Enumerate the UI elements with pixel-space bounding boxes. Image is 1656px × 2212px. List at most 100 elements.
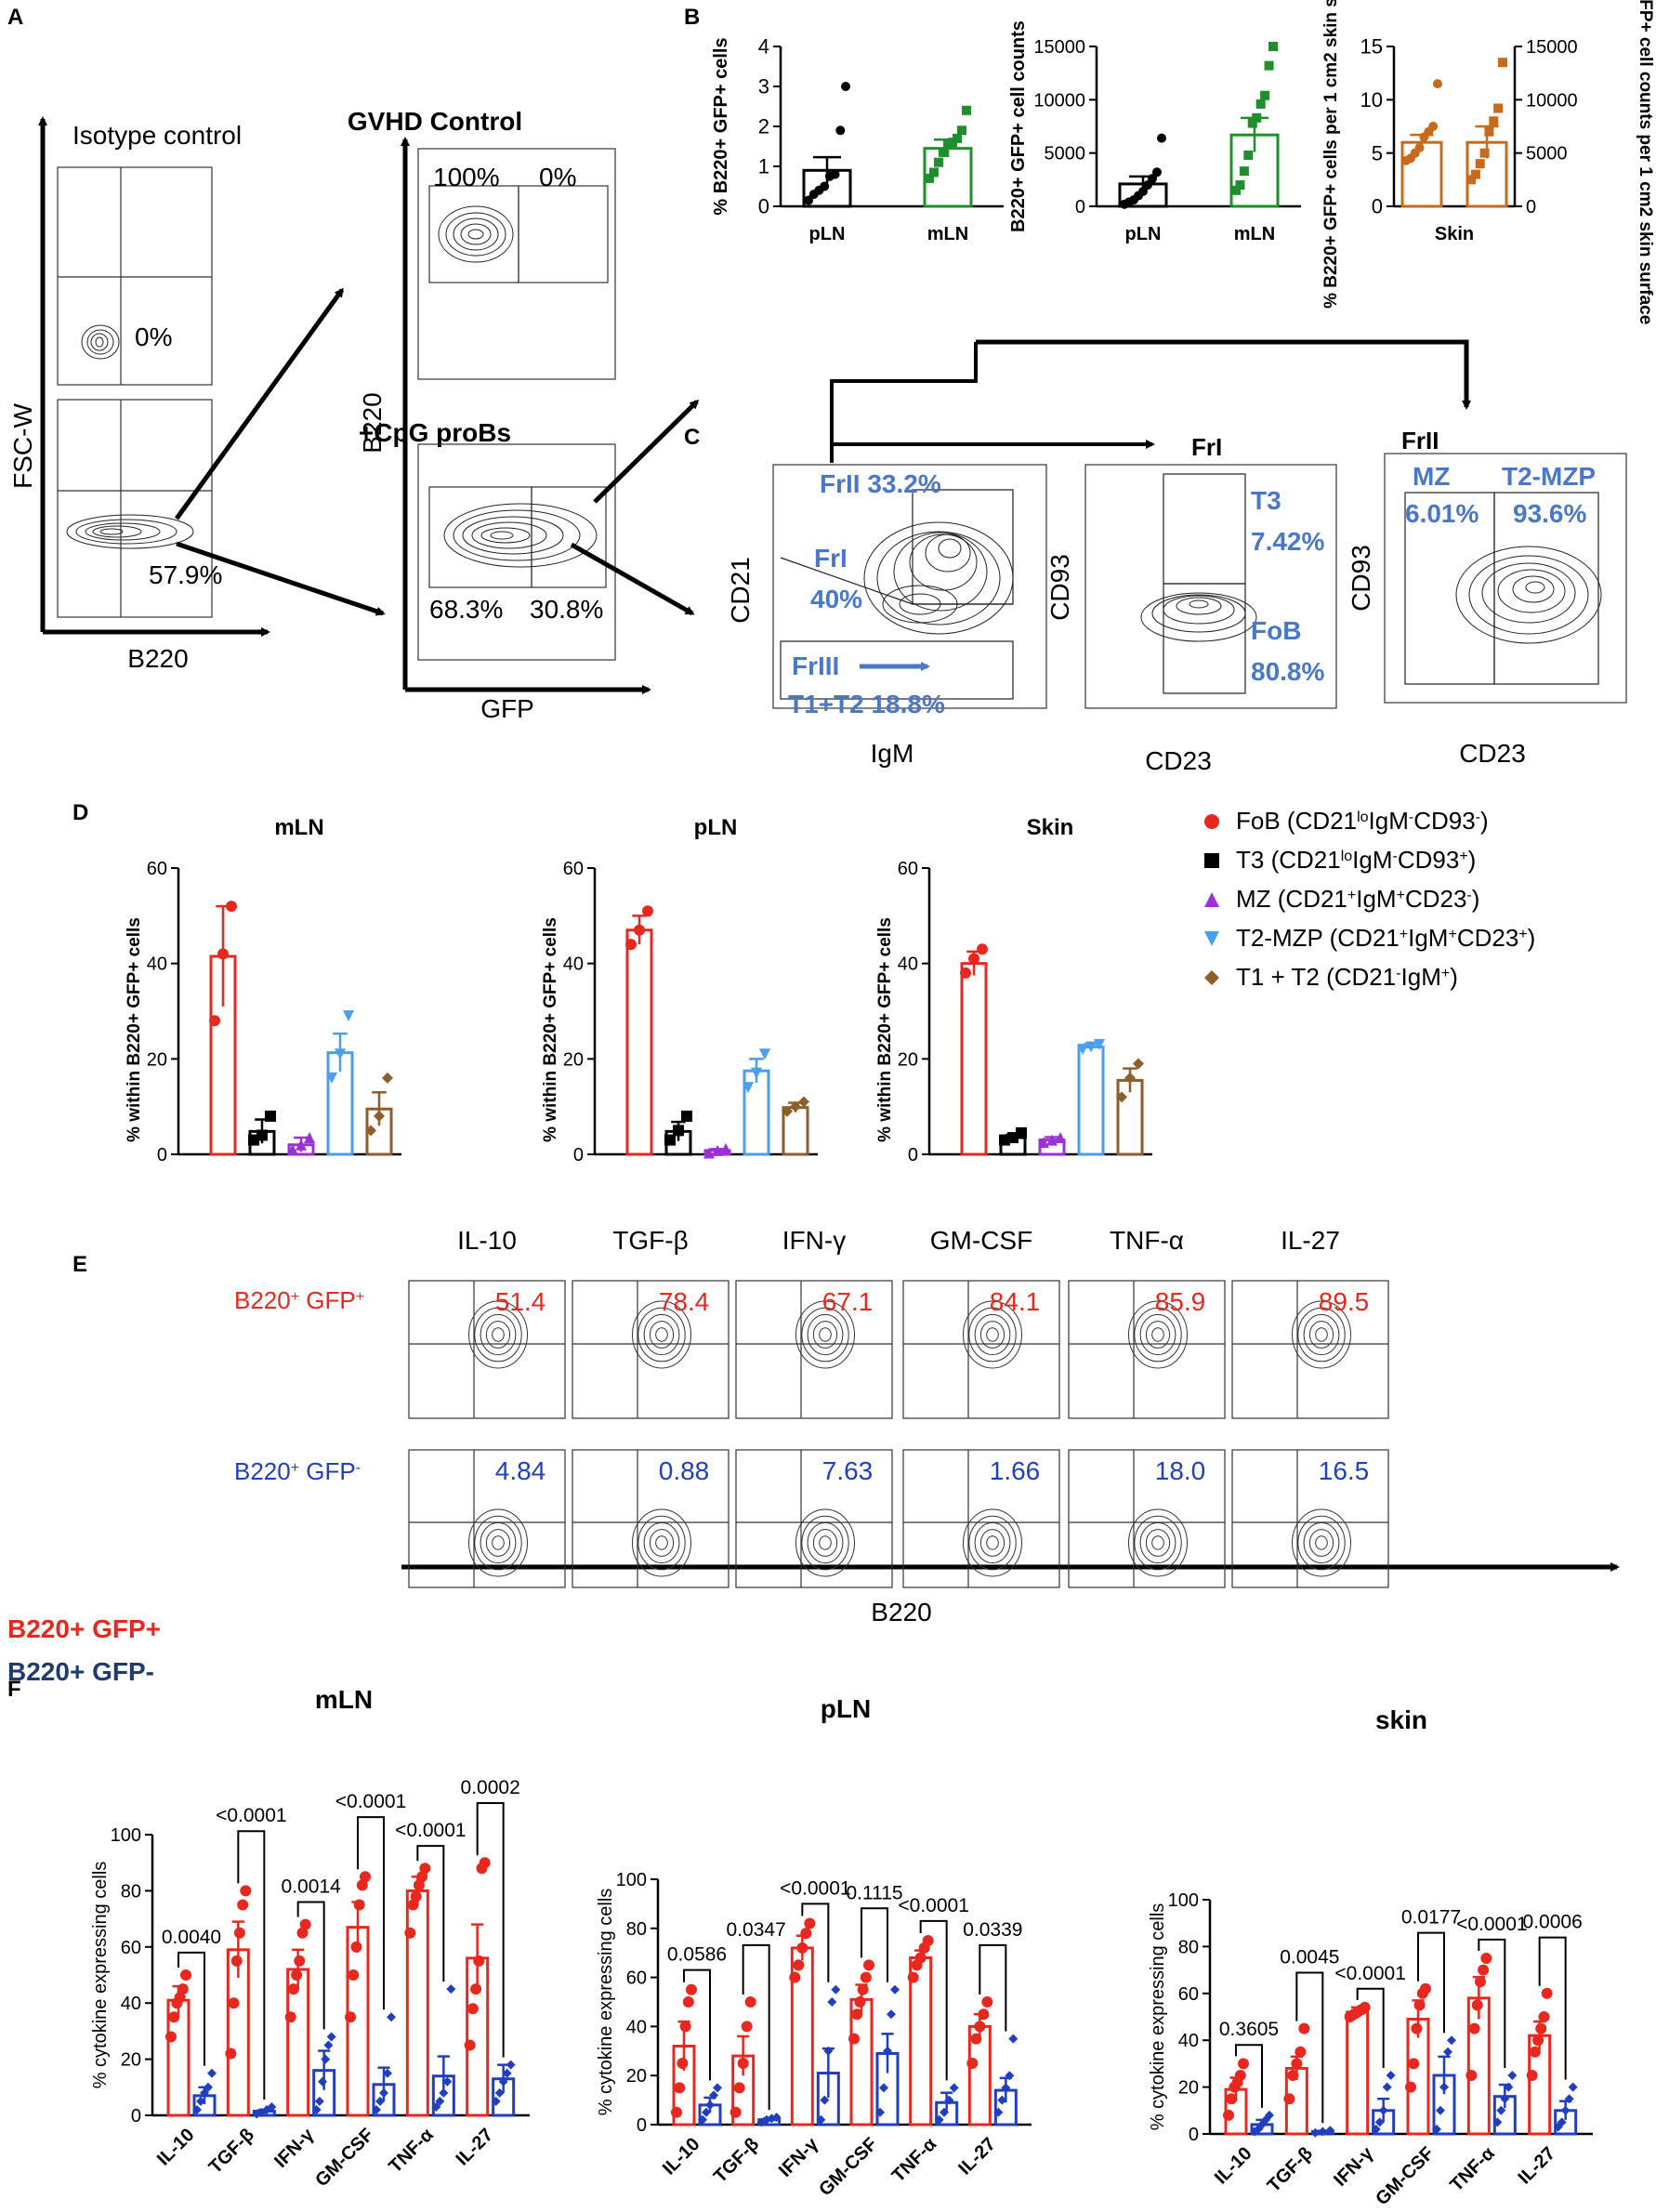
- e-contour: [1128, 1508, 1188, 1577]
- f-point-neg: [1436, 2105, 1445, 2115]
- f-point-neg: [831, 1984, 841, 1995]
- f-point-neg: [997, 2095, 1007, 2105]
- f-point-neg: [506, 2060, 516, 2070]
- f-pvalue: 0.0586: [667, 1944, 727, 1966]
- f-bracket: [801, 1903, 830, 1982]
- f-point-pos: [1234, 2070, 1246, 2081]
- b1-point: [953, 133, 962, 143]
- e-value: 89.5: [1319, 1287, 1370, 1316]
- f-bracket: [177, 1951, 205, 2066]
- f-point-pos: [404, 1927, 416, 1939]
- d-legend-marker: [1204, 970, 1219, 985]
- b3-yright-tick-label: 10000: [1526, 90, 1578, 111]
- f-point-neg: [442, 2076, 453, 2087]
- e-contour: [1303, 1313, 1340, 1356]
- isotype-plot: 0%: [57, 166, 213, 386]
- d1-point: [798, 1096, 809, 1108]
- d2-title: Skin: [1027, 815, 1074, 840]
- f-point-pos: [1226, 2093, 1238, 2105]
- e-plot-frame: [1068, 1449, 1226, 1588]
- f-point-pos: [686, 1983, 697, 1995]
- e-value: 84.1: [990, 1287, 1041, 1316]
- f-point-pos: [174, 1992, 186, 2004]
- f-point-pos: [679, 2021, 691, 2033]
- superscript: -: [1396, 966, 1400, 981]
- d1-y-tick-label: 60: [563, 859, 584, 879]
- f-legend-pos: B220+ GFP+: [7, 1614, 161, 1643]
- e-contour: [807, 1313, 844, 1356]
- d0-point: [209, 1015, 220, 1027]
- b2-point: [1247, 118, 1257, 128]
- d2-point: [1133, 1058, 1144, 1070]
- f-point-neg: [1568, 2082, 1578, 2092]
- b2-ylabel: B220+ GFP+ cell counts: [1008, 20, 1029, 232]
- f-point-neg: [993, 2107, 1004, 2117]
- f-bracket: [1478, 1938, 1506, 2068]
- f1-y-tick-label: 60: [626, 1968, 647, 1989]
- f-point-pos: [296, 1927, 309, 1939]
- c-plot3-xlabel: CD23: [1459, 739, 1526, 768]
- c-plot3: MZ 6.01% T2-MZP 93.6% CD93 CD23: [1347, 453, 1627, 768]
- d1-circle-bar: [625, 928, 653, 1156]
- e-value: 67.1: [822, 1287, 874, 1316]
- b3-yleft-tick-label: 15: [1360, 35, 1383, 59]
- superscript: +: [1448, 927, 1456, 942]
- f-bracket: [476, 1802, 505, 2058]
- d0-point: [374, 1110, 385, 1122]
- d1-ylabel: % within B220+ GFP+ cells: [541, 917, 560, 1142]
- panel-a: Isotype control FSC-W B220 0%: [8, 107, 700, 723]
- d2-point: [960, 967, 971, 979]
- b2-point: [1148, 174, 1157, 184]
- isotype-title: Isotype control: [72, 121, 242, 150]
- panel-c: FrI FrII FrII 33.2% FrI 40% FrIII T1+T2 …: [726, 339, 1627, 775]
- f2-xtick-4: TNF-α: [1446, 2142, 1499, 2195]
- f2-y-tick-label: 20: [1178, 2078, 1199, 2099]
- f-point-neg: [1371, 2124, 1381, 2134]
- e-value: 1.66: [990, 1456, 1041, 1485]
- e-contour: [1292, 1508, 1351, 1577]
- d1-point: [782, 1105, 793, 1117]
- f-pvalue: 0.0002: [461, 1777, 520, 1798]
- e-contour: [986, 1535, 999, 1550]
- f-point-neg: [491, 2096, 501, 2106]
- gvhd-title: GVHD Control: [348, 107, 522, 136]
- f-point-neg: [709, 2090, 718, 2100]
- f-point-pos: [848, 2033, 860, 2045]
- f-point-neg: [713, 2083, 722, 2093]
- f-point-pos: [674, 2082, 686, 2094]
- f-point-neg: [431, 2101, 441, 2112]
- b2-point: [1239, 166, 1249, 177]
- b3-yleft-tick-label: 10: [1360, 88, 1383, 112]
- d2-point: [977, 943, 988, 955]
- f-point-pos: [682, 1996, 694, 2008]
- b3-yleft-tick-label: 0: [1372, 195, 1383, 218]
- e-contour: [1297, 1515, 1346, 1571]
- f-bracket: [861, 1907, 888, 1982]
- c-plot2-ylabel: CD93: [1045, 554, 1074, 621]
- e-value: 51.4: [495, 1287, 546, 1316]
- f0-xtick-2: IFN-γ: [270, 2124, 319, 2172]
- f-point-neg: [1005, 2071, 1015, 2081]
- f-point-pos: [677, 2058, 689, 2069]
- e-value: 18.0: [1155, 1456, 1206, 1485]
- e-contour: [968, 1515, 1017, 1571]
- f-point-pos: [287, 1983, 299, 1995]
- e-value: 16.5: [1319, 1456, 1370, 1485]
- f-point-neg: [267, 2101, 277, 2112]
- f-bracket: [237, 1830, 266, 2100]
- f1-y-tick-label: 0: [637, 2115, 647, 2136]
- e-cytokine-4: TNF-α: [1110, 1226, 1184, 1255]
- f-point-neg: [1557, 2117, 1567, 2127]
- superscript: -: [1466, 888, 1471, 903]
- d2-point: [1124, 1072, 1136, 1084]
- c-frII: FrII 33.2%: [820, 469, 941, 498]
- c-fob-pct: 80.8%: [1251, 657, 1324, 686]
- b3-point-left: [1433, 79, 1442, 89]
- d2-circle-bar: [960, 962, 988, 1156]
- c-plot1-xlabel: IgM: [871, 739, 914, 768]
- e-contour: [1151, 1327, 1164, 1342]
- f-point-pos: [981, 1996, 993, 2008]
- f-point-pos: [237, 1899, 249, 1911]
- b2-point: [1143, 180, 1152, 191]
- e-contour: [1315, 1327, 1328, 1342]
